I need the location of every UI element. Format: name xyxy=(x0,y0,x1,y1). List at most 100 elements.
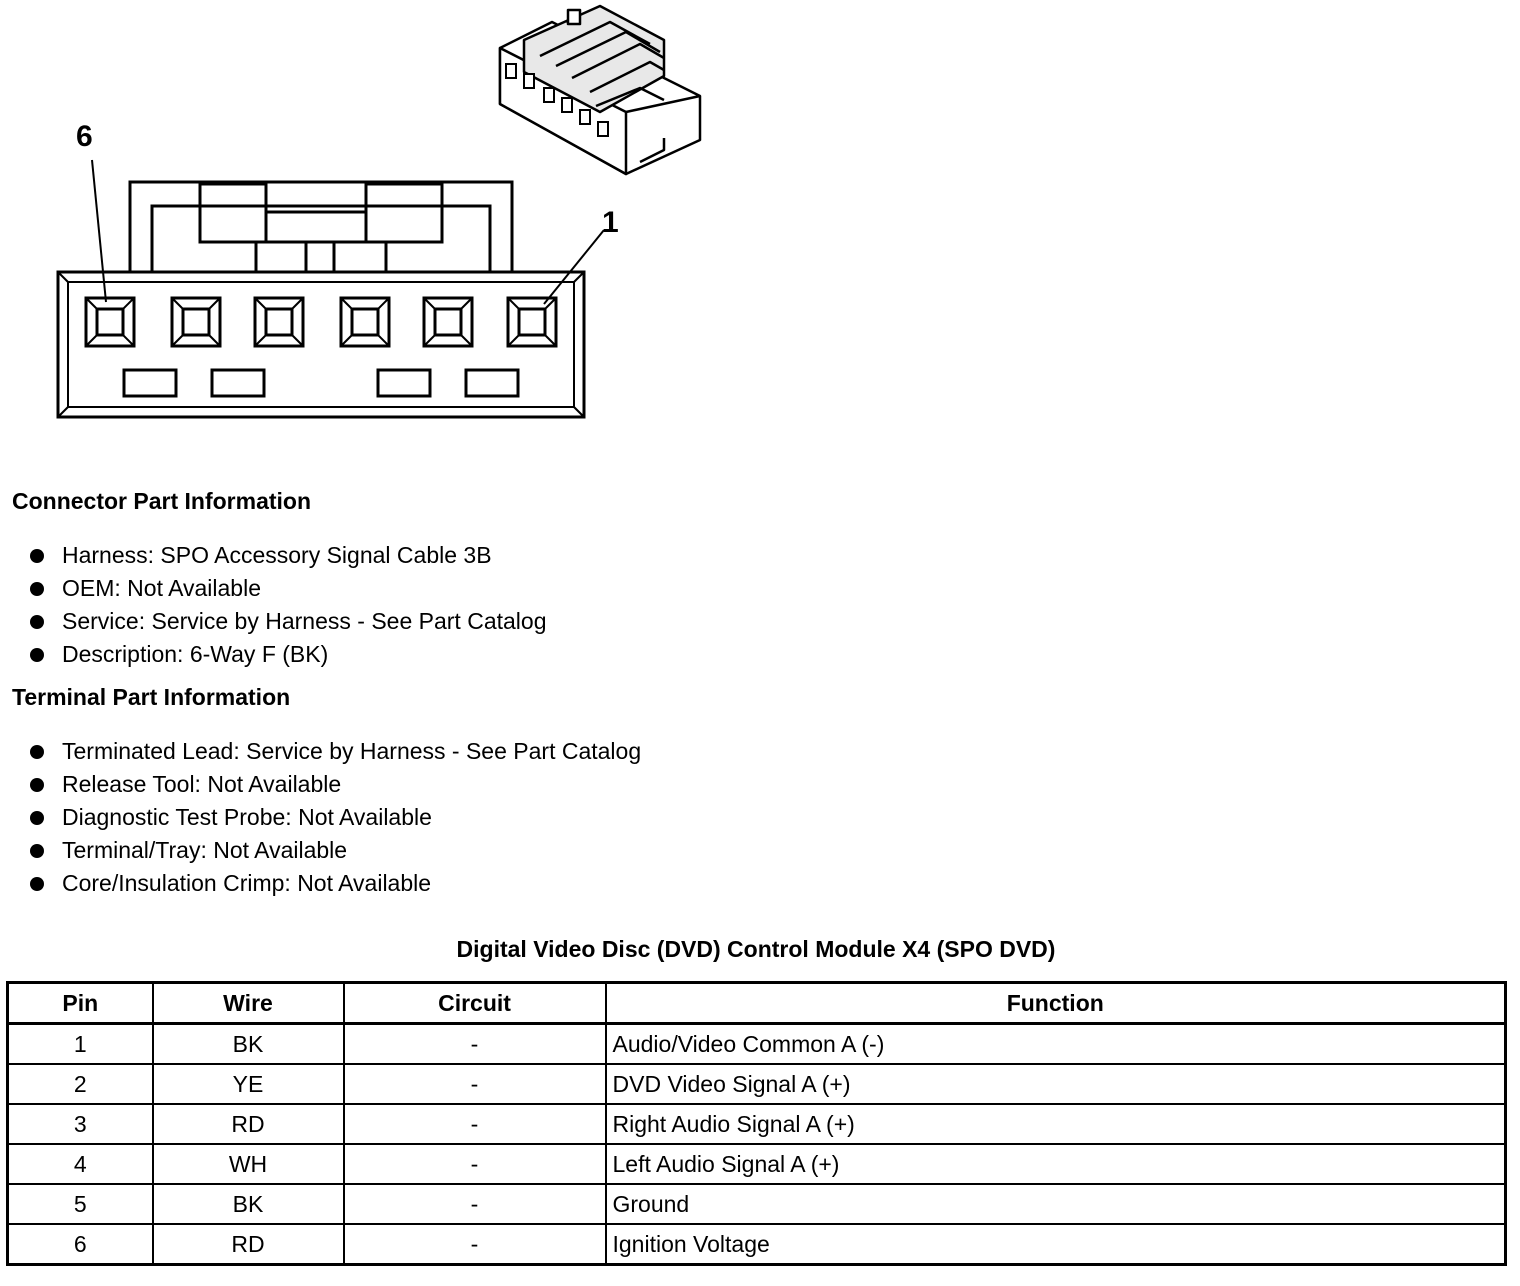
cavity-bevel xyxy=(423,334,436,347)
cavity-bevel xyxy=(507,297,520,310)
list-item: OEM: Not Available xyxy=(28,572,546,605)
latch-outline xyxy=(58,180,584,274)
lower-slot xyxy=(210,368,266,398)
cell-circuit: - xyxy=(342,1183,607,1225)
cell-circuit: - xyxy=(342,1063,607,1105)
cavity-bevel xyxy=(423,297,436,310)
lower-slot xyxy=(122,368,178,398)
terminal-info-heading: Terminal Part Information xyxy=(12,684,291,710)
cavity-bevel xyxy=(122,334,135,347)
list-item: Description: 6-Way F (BK) xyxy=(28,638,546,671)
connector-info-list: Harness: SPO Accessory Signal Cable 3B O… xyxy=(28,539,546,671)
terminal-cavity-5 xyxy=(170,296,222,348)
column-header-function: Function xyxy=(604,981,1507,1025)
terminal-cavity-2 xyxy=(422,296,474,348)
connector-isometric-view xyxy=(498,4,702,176)
pin-table: Pin Wire Circuit Function 1 BK - Audio/V… xyxy=(6,981,1507,1266)
callout-line-6 xyxy=(91,159,107,303)
terminal-cavity-inner xyxy=(350,307,380,337)
cell-circuit: - xyxy=(342,1103,607,1145)
cell-wire: BK xyxy=(151,1022,345,1065)
latch-tab-left xyxy=(198,182,268,244)
table-row: 3 RD - Right Audio Signal A (+) xyxy=(6,1103,1507,1145)
cell-pin: 5 xyxy=(6,1183,154,1225)
cavity-bevel xyxy=(122,297,135,310)
table-header-row: Pin Wire Circuit Function xyxy=(6,981,1507,1025)
list-item: Harness: SPO Accessory Signal Cable 3B xyxy=(28,539,546,572)
cell-function: Right Audio Signal A (+) xyxy=(604,1103,1507,1145)
column-header-pin: Pin xyxy=(6,981,154,1025)
cavity-bevel xyxy=(544,334,557,347)
cell-pin: 4 xyxy=(6,1143,154,1185)
latch-inner xyxy=(150,204,492,272)
cavity-bevel xyxy=(85,334,98,347)
terminal-cavity-1 xyxy=(506,296,558,348)
cell-pin: 1 xyxy=(6,1022,154,1065)
cavity-bevel xyxy=(254,297,267,310)
cavity-bevel xyxy=(171,334,184,347)
list-item: Terminated Lead: Service by Harness - Se… xyxy=(28,735,641,768)
cell-pin: 3 xyxy=(6,1103,154,1145)
list-item-text: OEM: Not Available xyxy=(62,575,262,601)
cavity-bevel xyxy=(340,334,353,347)
cavity-bevel xyxy=(507,334,520,347)
connector-body xyxy=(56,270,586,419)
terminal-cavity-inner xyxy=(517,307,547,337)
list-item: Service: Service by Harness - See Part C… xyxy=(28,605,546,638)
cell-function: Ignition Voltage xyxy=(604,1223,1507,1266)
pin-table-title: Digital Video Disc (DVD) Control Module … xyxy=(456,936,1056,962)
table-row: 5 BK - Ground xyxy=(6,1183,1507,1225)
latch-tab-right xyxy=(364,182,444,244)
cavity-bevel xyxy=(544,297,557,310)
terminal-cavity-inner xyxy=(264,307,294,337)
callout-1: 1 xyxy=(602,206,619,239)
cavity-bevel xyxy=(208,334,221,347)
cell-function: DVD Video Signal A (+) xyxy=(604,1063,1507,1105)
cell-wire: WH xyxy=(151,1143,345,1185)
cavity-bevel xyxy=(460,334,473,347)
table-row: 2 YE - DVD Video Signal A (+) xyxy=(6,1063,1507,1105)
terminal-cavity-6 xyxy=(84,296,136,348)
list-item-text: Service: Service by Harness - See Part C… xyxy=(62,608,547,634)
callout-6: 6 xyxy=(76,120,93,153)
cell-function: Ground xyxy=(604,1183,1507,1225)
cell-circuit: - xyxy=(342,1022,607,1065)
cell-wire: YE xyxy=(151,1063,345,1105)
bullet-icon xyxy=(30,549,44,563)
table-row: 6 RD - Ignition Voltage xyxy=(6,1223,1507,1266)
terminal-cavity-4 xyxy=(253,296,305,348)
column-header-circuit: Circuit xyxy=(342,981,607,1025)
cavity-bevel xyxy=(85,297,98,310)
list-item: Core/Insulation Crimp: Not Available xyxy=(28,867,641,900)
terminal-cavity-inner xyxy=(433,307,463,337)
cell-function: Audio/Video Common A (-) xyxy=(604,1022,1507,1065)
terminal-cavity-inner xyxy=(95,307,125,337)
list-item-text: Core/Insulation Crimp: Not Available xyxy=(62,870,432,896)
cavity-bevel xyxy=(254,334,267,347)
list-item-text: Terminal/Tray: Not Available xyxy=(62,837,348,863)
cell-function: Left Audio Signal A (+) xyxy=(604,1143,1507,1185)
cell-wire: RD xyxy=(151,1223,345,1266)
terminal-cavity-inner xyxy=(181,307,211,337)
list-item-text: Diagnostic Test Probe: Not Available xyxy=(62,804,432,830)
list-item: Terminal/Tray: Not Available xyxy=(28,834,641,867)
cell-pin: 6 xyxy=(6,1223,154,1266)
list-item-text: Release Tool: Not Available xyxy=(62,771,342,797)
bullet-icon xyxy=(30,811,44,825)
list-item-text: Terminated Lead: Service by Harness - Se… xyxy=(62,738,642,764)
list-item: Release Tool: Not Available xyxy=(28,768,641,801)
terminal-cavity-3 xyxy=(339,296,391,348)
list-item: Diagnostic Test Probe: Not Available xyxy=(28,801,641,834)
bullet-icon xyxy=(30,778,44,792)
bullet-icon xyxy=(30,648,44,662)
bullet-icon xyxy=(30,745,44,759)
bullet-icon xyxy=(30,844,44,858)
cavity-bevel xyxy=(208,297,221,310)
cell-circuit: - xyxy=(342,1223,607,1266)
table-row: 1 BK - Audio/Video Common A (-) xyxy=(6,1022,1507,1065)
column-header-wire: Wire xyxy=(151,981,345,1025)
cavity-bevel xyxy=(291,334,304,347)
connector-diagram: 6 1 xyxy=(56,4,702,419)
cavity-bevel xyxy=(377,334,390,347)
cavity-bevel xyxy=(460,297,473,310)
